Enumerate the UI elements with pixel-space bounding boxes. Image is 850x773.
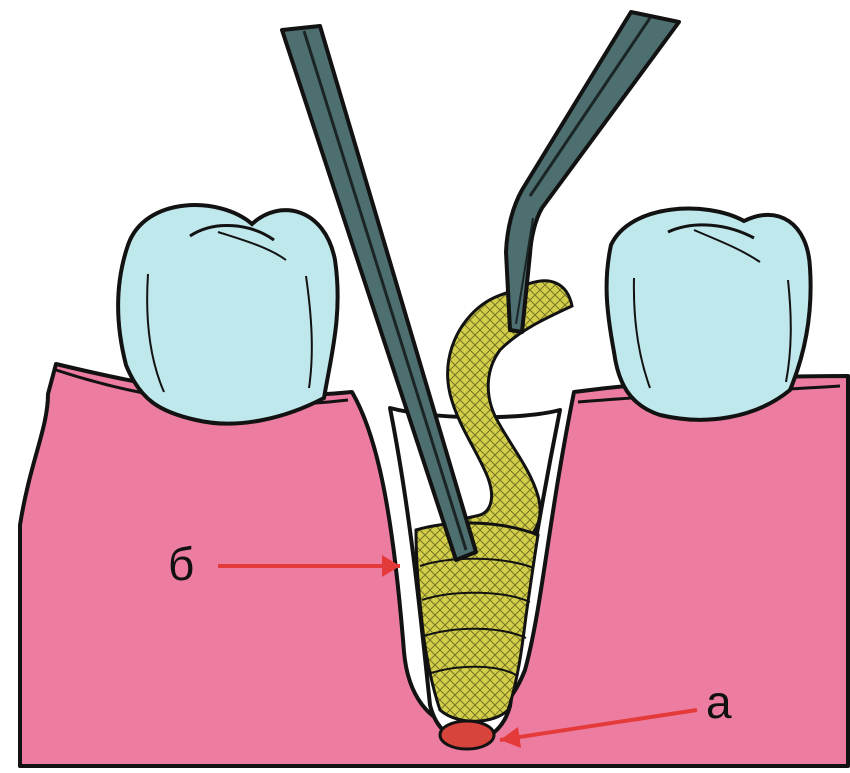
- left-tooth-crown: [118, 205, 338, 424]
- label-b: б: [168, 538, 194, 590]
- left-tooth: [118, 205, 338, 424]
- blood-clot: [440, 721, 494, 749]
- right-tooth-crown: [607, 209, 811, 420]
- right-tooth: [607, 209, 811, 420]
- label-a: а: [706, 676, 732, 728]
